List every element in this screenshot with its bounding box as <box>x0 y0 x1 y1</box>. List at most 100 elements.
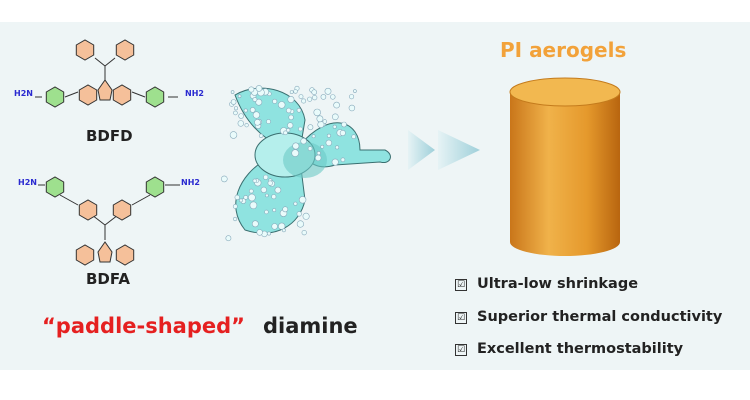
bdfa-label: BDFA <box>86 270 131 288</box>
bubble <box>234 106 239 111</box>
bubble <box>298 94 304 99</box>
slogan: “paddle-shaped”diamine <box>42 314 358 338</box>
bubble <box>302 212 310 220</box>
bubble <box>238 113 244 119</box>
bubble <box>278 222 286 230</box>
checkbox-icon: ☑ <box>455 279 467 291</box>
bond <box>94 57 106 67</box>
bubble <box>282 206 289 213</box>
bubble <box>243 195 248 200</box>
bubble <box>307 146 313 151</box>
bubble <box>272 208 277 213</box>
bubble <box>263 174 269 180</box>
bubble <box>320 144 325 149</box>
bubble <box>249 107 256 113</box>
bubble <box>292 142 300 150</box>
bubble <box>255 85 263 92</box>
bdfa-left-amine: H2N <box>18 178 37 187</box>
bubble <box>340 157 346 163</box>
bubble <box>265 193 269 198</box>
bubble <box>229 131 238 139</box>
ring <box>115 244 135 266</box>
bubble <box>286 128 291 133</box>
bubble <box>249 201 258 210</box>
bubble <box>230 99 237 105</box>
ring <box>115 39 135 61</box>
bubble <box>313 108 321 117</box>
aerogel-cylinder <box>509 77 621 256</box>
bubble <box>326 133 331 138</box>
ring <box>78 199 98 221</box>
bubble <box>287 122 294 129</box>
bubble <box>298 126 303 132</box>
bdfa-structure <box>38 176 180 266</box>
bubble <box>234 194 240 200</box>
bubble <box>315 154 322 162</box>
product-title: PI aerogels <box>500 38 627 62</box>
bubble <box>233 216 238 222</box>
bubble <box>332 124 337 129</box>
bubble <box>301 230 307 236</box>
paddle-illustration <box>221 85 391 242</box>
slogan-quoted: “paddle-shaped” <box>42 314 245 338</box>
bubble <box>296 211 302 217</box>
feature-item: ☑ Ultra-low shrinkage <box>455 276 638 292</box>
bubble <box>351 134 357 139</box>
bubble <box>278 101 286 109</box>
bubble <box>233 110 238 116</box>
ring <box>75 244 95 266</box>
bubble <box>316 115 324 123</box>
bdfd-right-amine: NH2 <box>185 89 204 98</box>
bubble <box>249 188 254 194</box>
ring <box>45 176 65 198</box>
bdfa-right-amine: NH2 <box>181 178 200 187</box>
bubble <box>311 134 316 139</box>
bubble <box>248 193 256 202</box>
bubble <box>252 178 257 183</box>
bubble <box>251 220 259 228</box>
bubble <box>320 94 327 100</box>
bubble <box>225 235 232 242</box>
bubble <box>260 186 267 193</box>
bubble <box>293 89 298 94</box>
bubble <box>335 145 340 150</box>
bubble <box>286 107 292 114</box>
bubble <box>266 231 271 236</box>
bond <box>59 194 79 206</box>
ring <box>75 39 95 61</box>
bubble <box>289 90 294 95</box>
ring <box>45 86 65 108</box>
bubble <box>243 108 248 113</box>
bubble <box>322 119 327 124</box>
bdfd-left-amine: H2N <box>14 89 33 98</box>
ring <box>78 84 98 106</box>
bond <box>131 91 146 98</box>
bubble <box>331 113 339 121</box>
ring <box>112 199 132 221</box>
bubble <box>287 96 295 104</box>
bubble <box>252 97 258 102</box>
bubble <box>307 124 314 131</box>
bdfd-label: BDFD <box>86 127 133 145</box>
bubble <box>255 98 263 106</box>
ring <box>145 176 165 198</box>
feature-item: ☑ Excellent thermostability <box>455 341 683 357</box>
bubble <box>267 180 273 186</box>
bubble <box>301 98 307 104</box>
bond <box>104 57 116 67</box>
bubble <box>272 98 278 104</box>
bubble <box>254 119 261 126</box>
bubble <box>325 139 332 147</box>
feature-text: Ultra-low shrinkage <box>477 276 639 292</box>
feature-text: Excellent thermostability <box>477 341 684 357</box>
bubble <box>300 137 307 145</box>
bubble <box>348 104 356 112</box>
bubble <box>288 114 294 121</box>
bubble <box>281 228 286 233</box>
bubble <box>307 96 313 102</box>
bubble <box>293 201 298 206</box>
bubble <box>264 209 269 215</box>
bubble <box>283 130 288 136</box>
bubble <box>244 123 249 128</box>
checkbox-icon: ☑ <box>455 344 467 356</box>
